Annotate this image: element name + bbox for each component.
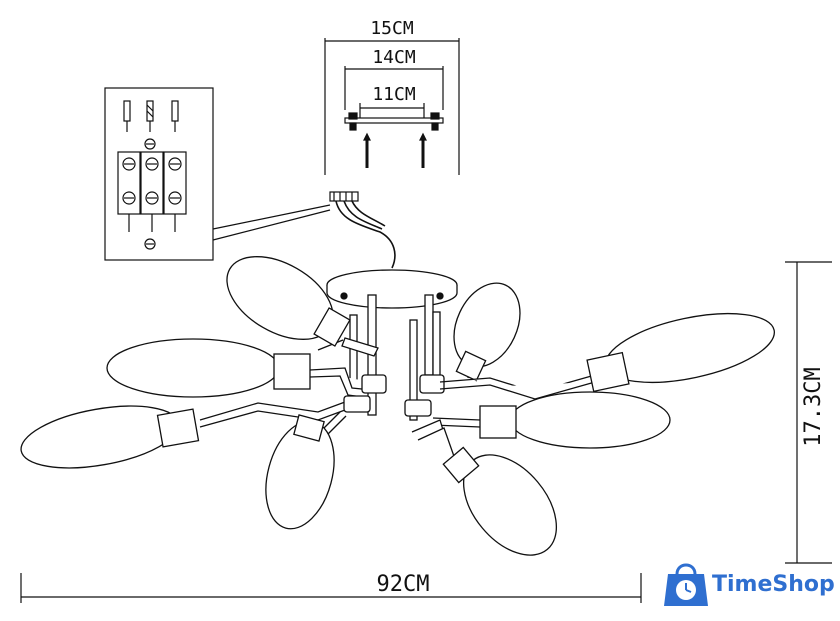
dim-label-width: 92CM bbox=[377, 572, 430, 597]
wire-connector bbox=[329, 191, 396, 269]
terminal-block-inset bbox=[104, 87, 331, 261]
screw-right-icon bbox=[430, 112, 440, 131]
timeshop-logo: TimeShop bbox=[664, 563, 835, 606]
chandelier-fixture bbox=[20, 256, 776, 556]
dim-label-15cm: 15CM bbox=[370, 18, 414, 39]
height-dimension bbox=[785, 261, 832, 564]
wall-plug-right-icon bbox=[419, 132, 427, 168]
wall-plug-left-icon bbox=[363, 132, 371, 168]
mounting-bracket-detail bbox=[324, 38, 460, 175]
dim-label-14cm: 14CM bbox=[372, 47, 416, 68]
shopping-bag-clock-icon bbox=[664, 563, 708, 606]
brand-name: TimeShop bbox=[712, 572, 835, 597]
screw-left-icon bbox=[348, 112, 358, 131]
dim-label-height: 17.3CM bbox=[801, 367, 826, 446]
dim-label-11cm: 11CM bbox=[372, 84, 416, 105]
width-dimension bbox=[20, 573, 642, 603]
